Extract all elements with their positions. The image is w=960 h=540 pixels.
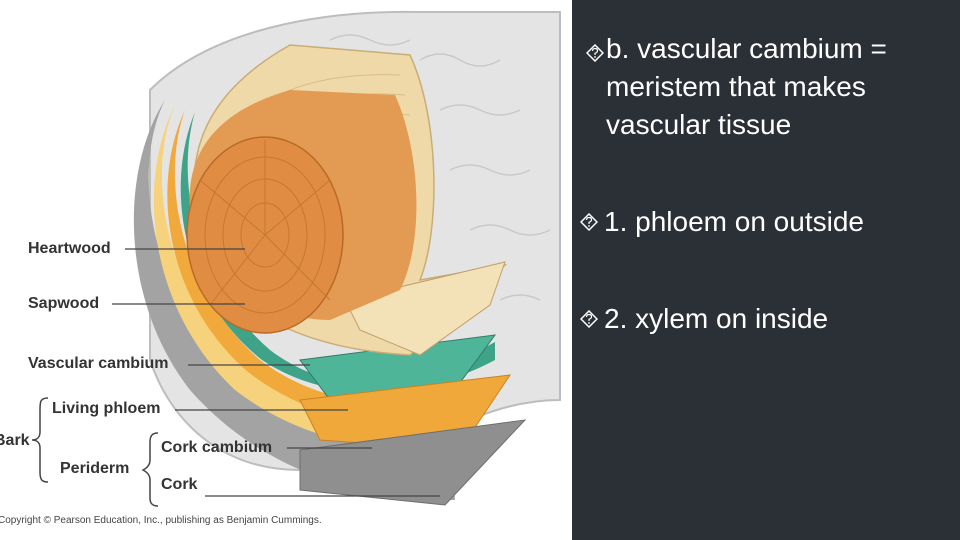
copyright-credit: Copyright © Pearson Education, Inc., pub…	[0, 515, 322, 526]
label-sapwood: Sapwood	[28, 295, 100, 312]
bullet-text-1: b. vascular cambium = meristem that make…	[606, 33, 887, 140]
label-heartwood: Heartwood	[28, 240, 111, 257]
bullet-item-2: 1. phloem on outside	[580, 203, 956, 243]
bullet-text-3: 2. xylem on inside	[604, 303, 829, 334]
bark-brace	[31, 397, 49, 483]
slide-text-panel: b. vascular cambium = meristem that make…	[572, 0, 960, 540]
bullet-item-1: b. vascular cambium = meristem that make…	[586, 30, 956, 150]
trunk-cross-section-illustration	[31, 10, 561, 507]
periderm-layer	[153, 105, 455, 448]
leader-lines	[112, 248, 440, 497]
label-living-phloem: Living phloem	[52, 400, 161, 417]
diamond-bullet-icon	[580, 213, 598, 231]
label-periderm: Periderm	[60, 460, 130, 477]
cork-strip	[299, 419, 527, 506]
label-vascular-cambium: Vascular cambium	[28, 355, 169, 372]
sapwood-slab	[344, 261, 506, 356]
bullet-text-2: 1. phloem on outside	[604, 206, 864, 237]
label-cork-cambium: Cork cambium	[161, 439, 273, 456]
diamond-bullet-icon	[580, 310, 598, 328]
periderm-brace	[141, 432, 159, 507]
heartwood-rings	[199, 140, 331, 314]
phloem-layer	[167, 110, 460, 424]
bullet-item-3: 2. xylem on inside	[580, 300, 956, 340]
tree-trunk-diagram: Heartwood Sapwood Vascular cambium Livin…	[0, 10, 561, 526]
label-cork: Cork	[161, 476, 198, 493]
cork-layer	[133, 100, 456, 500]
label-bark: Bark	[0, 432, 30, 449]
diamond-bullet-icon	[586, 44, 604, 62]
